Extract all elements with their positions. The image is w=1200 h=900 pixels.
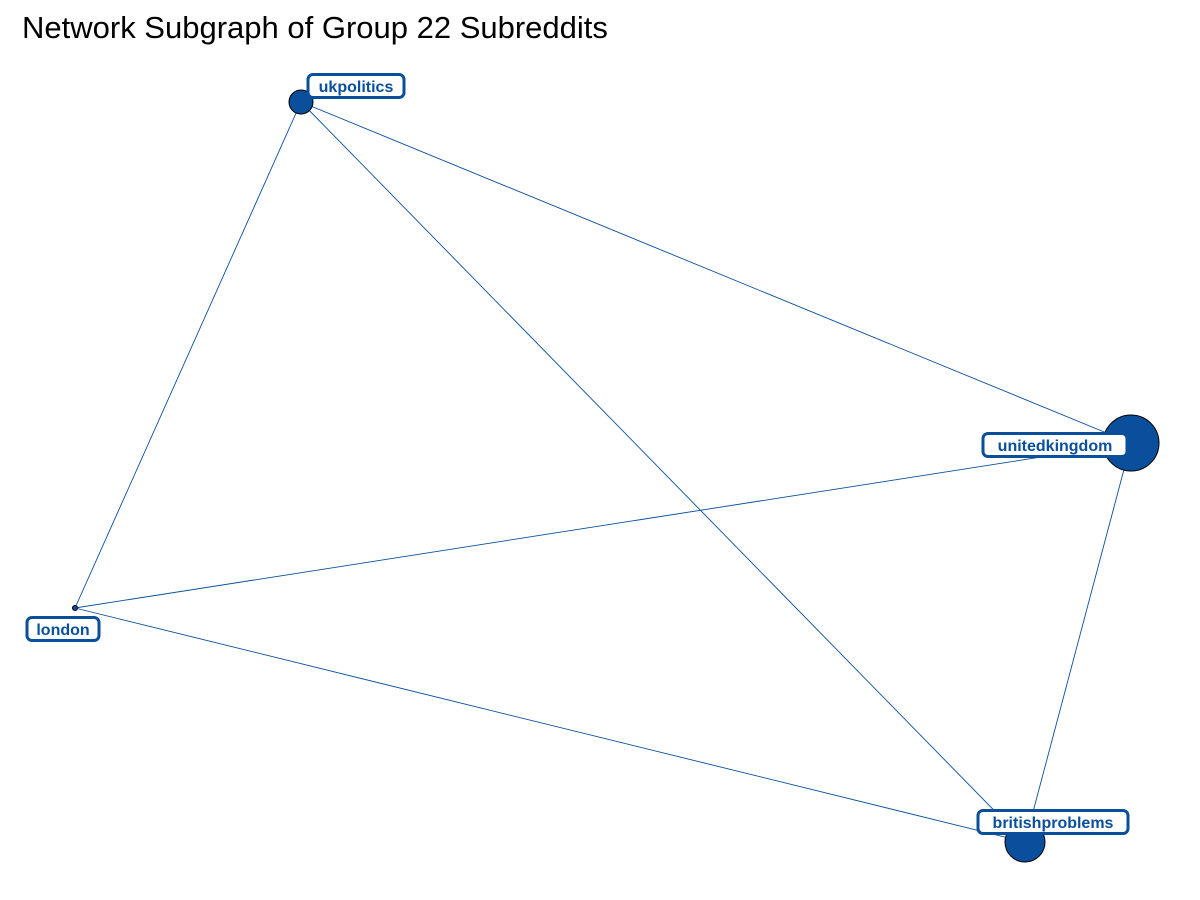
- node-label-box: [25, 616, 101, 642]
- nodes-layer: [72, 89, 1160, 863]
- node-ukpolitics[interactable]: [288, 89, 314, 115]
- node-label-text: unitedkingdom: [998, 438, 1113, 455]
- labels-layer: ukpolitics unitedkingdom london britishprob…: [25, 73, 1130, 835]
- chart-title: Network Subgraph of Group 22 Subreddits: [22, 10, 608, 45]
- edge-unitedkingdom-britishproblems: [1024, 442, 1132, 843]
- node-label-britishproblems: britishproblems: [976, 809, 1130, 835]
- node-label-unitedkingdom: unitedkingdom: [981, 432, 1129, 458]
- node-london[interactable]: [72, 605, 78, 611]
- edge-unitedkingdom-london: [74, 442, 1132, 609]
- node-label-box: [306, 73, 406, 99]
- node-label-london: london: [25, 616, 101, 642]
- node-label-ukpolitics: ukpolitics: [306, 73, 406, 99]
- edge-ukpolitics-unitedkingdom: [300, 101, 1132, 444]
- edge-london-britishproblems: [74, 607, 1026, 843]
- edge-ukpolitics-britishproblems: [300, 101, 1026, 843]
- node-label-box: [976, 809, 1130, 835]
- node-label-text: ukpolitics: [319, 79, 394, 96]
- edges-layer: [74, 101, 1132, 843]
- node-label-text: britishproblems: [993, 815, 1114, 832]
- edge-ukpolitics-london: [74, 101, 302, 609]
- node-label-box: [981, 432, 1129, 458]
- node-label-text: london: [36, 622, 89, 639]
